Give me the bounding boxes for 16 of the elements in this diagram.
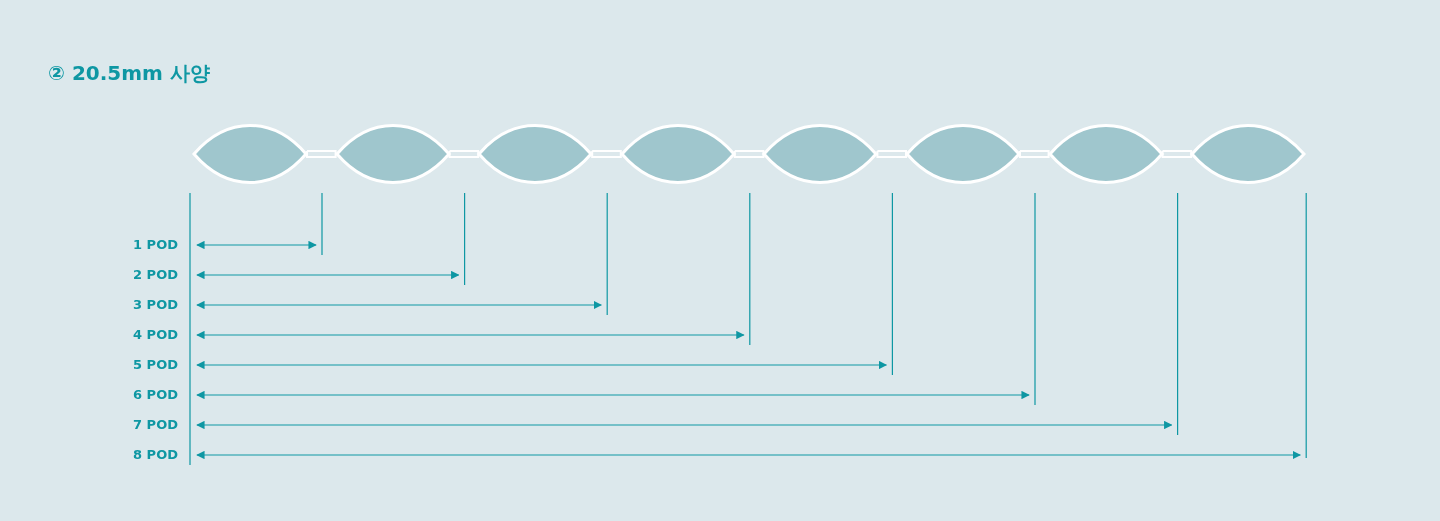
dimension-label: 7 POD (132, 417, 178, 433)
title: ② 20.5mm 사양 (48, 60, 210, 86)
dimension-label: 1 POD (132, 237, 178, 253)
dimension-label: 2 POD (132, 267, 178, 283)
bridge-strip (1019, 150, 1050, 158)
dimension-label: 3 POD (132, 297, 178, 313)
bridge-strip (733, 150, 765, 158)
dimension-label: 8 POD (132, 447, 178, 463)
bridge-strip (876, 150, 907, 158)
bridge-strip (306, 150, 337, 158)
bridge-strip (1161, 150, 1193, 158)
bridge-strip (591, 150, 622, 158)
dimension-label: 4 POD (132, 327, 178, 343)
dimension-label: 5 POD (132, 357, 178, 373)
dimension-label: 6 POD (132, 387, 178, 403)
bridge-strip (448, 150, 480, 158)
